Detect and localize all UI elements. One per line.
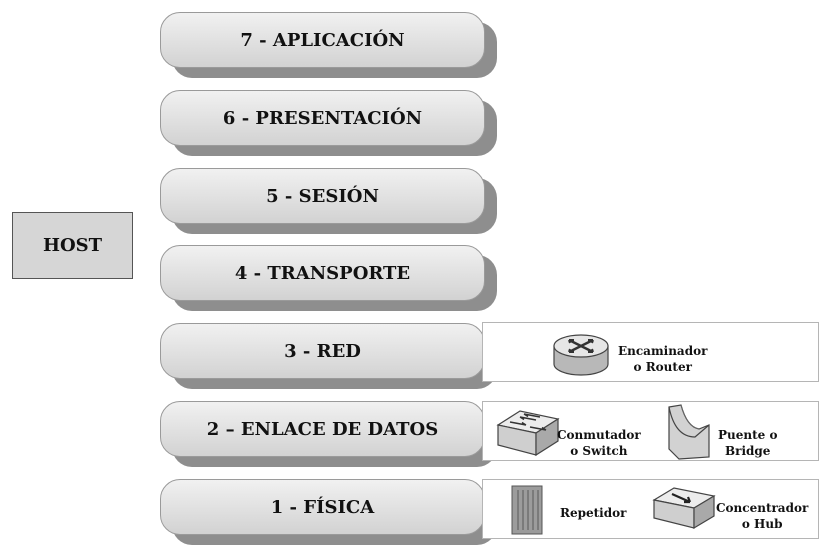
switch-icon — [496, 410, 560, 457]
router-icon — [553, 334, 609, 376]
layer-1-physical: 1 - FÍSICA — [160, 479, 497, 545]
switch-label-line2: o Switch — [570, 444, 628, 458]
layer-label: 4 - TRANSPORTE — [160, 245, 485, 301]
layer-4-transport: 4 - TRANSPORTE — [160, 245, 497, 311]
layer-7-application: 7 - APLICACIÓN — [160, 12, 497, 78]
layer-label: 6 - PRESENTACIÓN — [160, 90, 485, 146]
bridge-label: Puente o Bridge — [718, 427, 777, 459]
router-label: Encaminador o Router — [618, 343, 707, 375]
repeater-label: Repetidor — [560, 505, 626, 521]
layer-3-network: 3 - RED — [160, 323, 497, 389]
repeater-icon — [511, 485, 543, 535]
layer-2-data-link: 2 – ENLACE DE DATOS — [160, 401, 497, 467]
layer-label: 7 - APLICACIÓN — [160, 12, 485, 68]
layer-5-session: 5 - SESIÓN — [160, 168, 497, 234]
router-label-line1: Encaminador — [618, 344, 708, 358]
layer-label: 1 - FÍSICA — [160, 479, 485, 535]
layer-label: 3 - RED — [160, 323, 485, 379]
hub-label-line2: o Hub — [741, 517, 783, 531]
bridge-label-line2: Bridge — [725, 444, 771, 458]
router-label-line2: o Router — [633, 360, 692, 374]
layer-label: 2 – ENLACE DE DATOS — [160, 401, 485, 457]
hub-label: Concentrador o Hub — [716, 500, 808, 532]
layer-label: 5 - SESIÓN — [160, 168, 485, 224]
layer-6-presentation: 6 - PRESENTACIÓN — [160, 90, 497, 156]
bridge-label-line1: Puente o — [718, 428, 778, 442]
switch-label: Conmutador o Switch — [557, 427, 641, 459]
hub-icon — [652, 487, 716, 530]
switch-label-line1: Conmutador — [557, 428, 641, 442]
hub-label-line1: Concentrador — [716, 501, 809, 515]
host-label: HOST — [42, 235, 103, 256]
bridge-icon — [668, 404, 710, 460]
repeater-label-line1: Repetidor — [560, 506, 627, 520]
host-box: HOST — [12, 212, 133, 279]
